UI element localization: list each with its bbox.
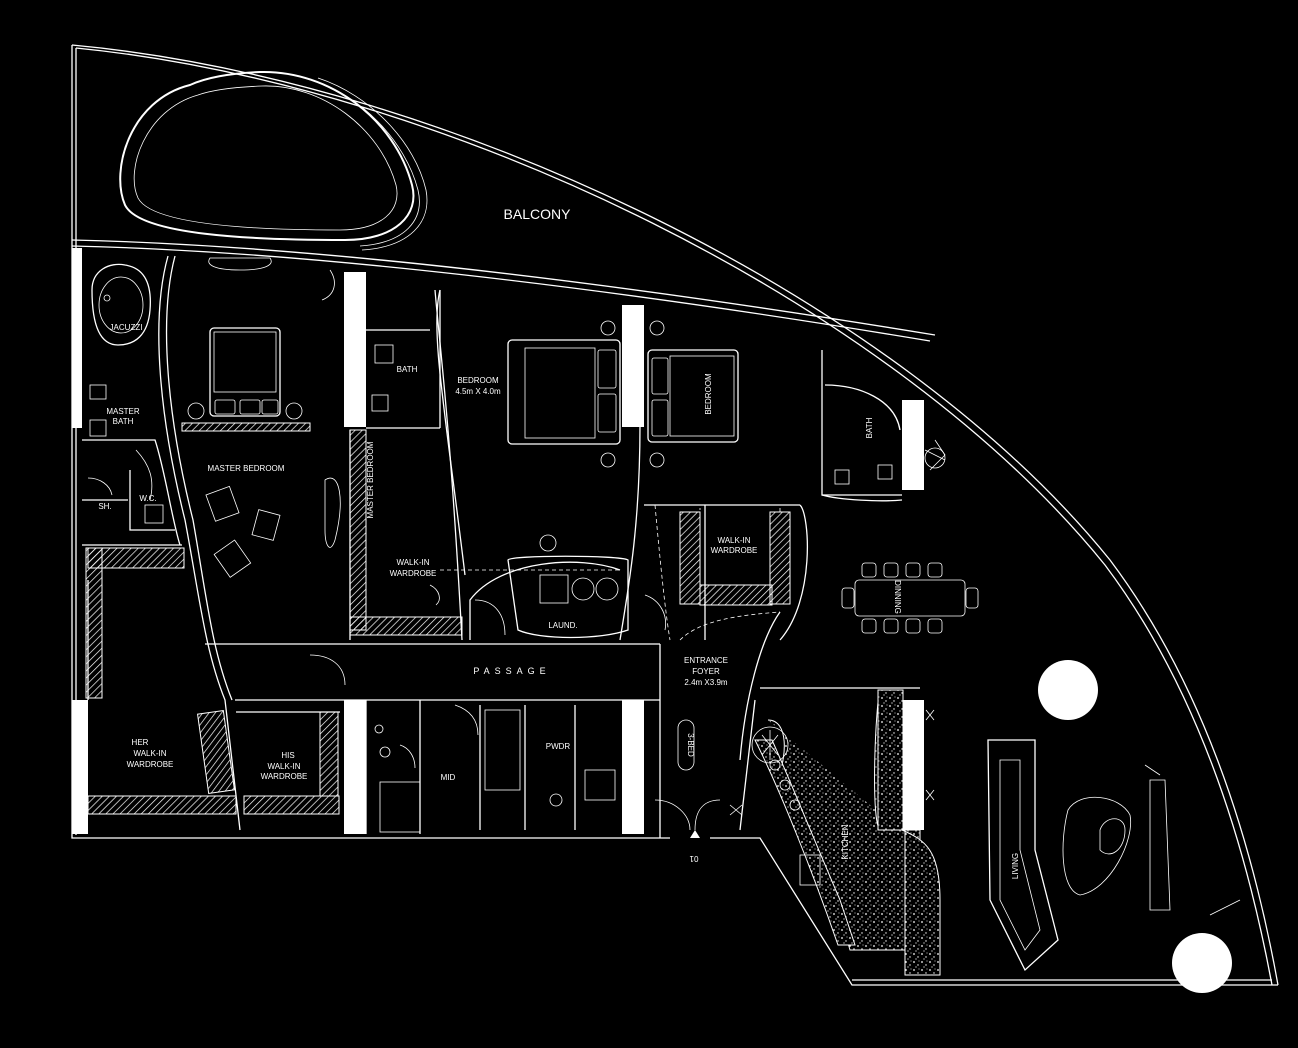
bedroom-1-bed [507, 320, 621, 468]
label-master-bath-2: BATH [113, 417, 134, 426]
label-walkin-1-b: WARDROBE [390, 569, 437, 578]
label-dinning: DINNING [893, 580, 902, 614]
label-jacuzzi: JACUZZI [110, 323, 143, 332]
label-three-bed: 3-BED [686, 733, 695, 757]
label-entrance-size: 2.4m X3.9m [684, 678, 727, 687]
label-shower: SH. [98, 502, 111, 511]
label-bedroom-1-size: 4.5m X 4.0m [455, 387, 501, 396]
label-bedroom-1-name: BEDROOM [457, 376, 499, 385]
label-bedroom-2: BEDROOM [704, 373, 713, 415]
label-pwdr: PWDR [546, 742, 571, 751]
label-entry-mark: 01 [689, 854, 698, 863]
outer-walls [71, 44, 1279, 986]
label-laundry: LAUND. [548, 621, 577, 630]
label-master-bedroom: MASTER BEDROOM [208, 464, 285, 473]
dining-chairs [841, 562, 979, 634]
jacuzzi [91, 263, 151, 346]
label-living: LIVING [1011, 853, 1020, 879]
label-walkin-2-a: WALK-IN [717, 536, 750, 545]
label-bath-2: BATH [865, 417, 874, 438]
interior-walls [82, 255, 1241, 993]
label-bath-1: BATH [397, 365, 418, 374]
window-blocks [72, 248, 924, 834]
label-balcony: BALCONY [504, 206, 572, 222]
label-his-3: WARDROBE [261, 772, 308, 781]
label-master-bath-1: MASTER [106, 407, 140, 416]
label-wc: W.C. [139, 494, 156, 503]
label-passage: PASSAGE [473, 666, 550, 676]
label-master-bedroom-vertical: MASTER BEDROOM [366, 441, 375, 518]
label-her-1: HER [132, 738, 149, 747]
label-her-3: WARDROBE [127, 760, 174, 769]
balcony-divider [71, 239, 936, 342]
label-walkin-1-a: WALK-IN [396, 558, 429, 567]
label-entrance-1: ENTRANCE [684, 656, 728, 665]
room-labels: BALCONY JACUZZI MASTER BATH SH. W.C. MAS… [98, 206, 1020, 879]
master-bed [181, 257, 341, 578]
balcony-pool [119, 70, 428, 251]
label-entrance-2: FOYER [692, 667, 720, 676]
bath-fixtures [89, 344, 946, 524]
label-her-2: WALK-IN [133, 749, 166, 758]
label-mid: MID [441, 773, 456, 782]
label-kitchen: KITCHEN [841, 824, 850, 859]
bedroom-2-bed [647, 320, 739, 468]
plants [729, 447, 946, 816]
label-his-2: WALK-IN [267, 762, 300, 771]
label-walkin-2-b: WARDROBE [711, 546, 758, 555]
door-swings [87, 269, 667, 769]
label-his-1: HIS [281, 751, 294, 760]
